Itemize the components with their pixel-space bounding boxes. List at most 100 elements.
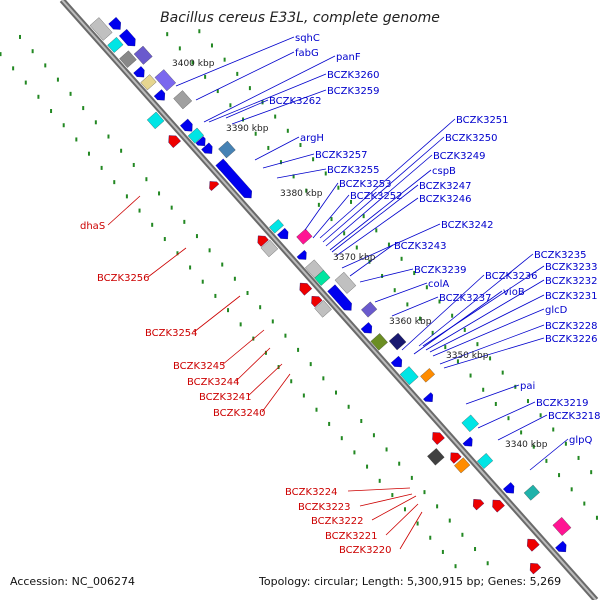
tick-dot — [324, 171, 327, 176]
gene-label-bczk3240[interactable]: BCZK3240 — [213, 408, 266, 419]
tick-dot — [337, 185, 340, 190]
gene-label-bczk3231[interactable]: BCZK3231 — [545, 291, 598, 302]
label-leader-lines — [107, 36, 569, 550]
tick-dot — [441, 549, 444, 554]
gene-label-bczk3252[interactable]: BCZK3252 — [350, 191, 403, 202]
tick-dot — [236, 71, 239, 76]
tick-dot — [166, 32, 169, 37]
gene-label-bczk3249[interactable]: BCZK3249 — [433, 151, 486, 162]
gene-label-bczk3255[interactable]: BCZK3255 — [327, 165, 380, 176]
gene-label-bczk3244[interactable]: BCZK3244 — [187, 377, 240, 388]
tick-dot — [24, 80, 27, 85]
forward-gene — [180, 118, 193, 132]
gene-label-bczk3246[interactable]: BCZK3246 — [419, 194, 472, 205]
tick-dot — [375, 228, 378, 233]
gene-label-bczk3250[interactable]: BCZK3250 — [445, 133, 498, 144]
gene-label-bczk3232[interactable]: BCZK3232 — [545, 276, 598, 287]
gene-label-sqhc[interactable]: sqhC — [295, 33, 320, 44]
tick-dot — [120, 148, 123, 153]
tick-dot — [438, 299, 441, 304]
gene-label-bczk3241[interactable]: BCZK3241 — [199, 392, 252, 403]
leader-line-forward — [401, 274, 485, 351]
gene-block — [370, 333, 388, 351]
gene-label-panf[interactable]: panF — [336, 52, 361, 63]
forward-gene — [173, 90, 193, 110]
gene-label-bczk3219[interactable]: BCZK3219 — [536, 398, 589, 409]
forward-gene — [314, 269, 331, 286]
forward-gene — [215, 158, 252, 199]
tick-dot — [539, 413, 542, 418]
forward-gene — [108, 17, 121, 30]
gene-label-bczk3251[interactable]: BCZK3251 — [456, 115, 509, 126]
forward-gene — [89, 17, 113, 41]
leader-line-forward — [262, 153, 315, 169]
forward-gene — [552, 517, 572, 536]
tick-dot — [317, 202, 320, 207]
leader-line-forward — [443, 337, 545, 369]
forward-gene — [140, 74, 157, 91]
gene-label-bczk3259[interactable]: BCZK3259 — [327, 86, 380, 97]
leader-line-forward — [195, 51, 295, 101]
forward-gene — [119, 29, 136, 47]
reverse-gene — [454, 457, 471, 474]
leader-line-forward — [231, 89, 327, 125]
gene-block — [260, 239, 279, 258]
tick-dot — [44, 63, 47, 68]
reverse-gene — [427, 448, 445, 466]
tick-dot — [400, 256, 403, 261]
gene-label-bczk3223[interactable]: BCZK3223 — [298, 502, 351, 513]
gene-label-bczk3254[interactable]: BCZK3254 — [145, 328, 198, 339]
reverse-gene — [168, 135, 181, 148]
gene-arrow — [529, 563, 542, 575]
gene-label-bczk3245[interactable]: BCZK3245 — [173, 361, 226, 372]
gene-label-bczk3235[interactable]: BCZK3235 — [534, 250, 587, 261]
gene-label-dhas[interactable]: dhaS — [80, 221, 105, 232]
gene-label-bczk3247[interactable]: BCZK3247 — [419, 181, 472, 192]
gene-label-bczk3257[interactable]: BCZK3257 — [315, 150, 368, 161]
tick-dot — [201, 279, 204, 284]
gene-label-bczk3222[interactable]: BCZK3222 — [311, 516, 364, 527]
gene-label-bczk3221[interactable]: BCZK3221 — [325, 531, 378, 542]
gene-label-bczk3224[interactable]: BCZK3224 — [285, 487, 338, 498]
gene-label-bczk3242[interactable]: BCZK3242 — [441, 220, 494, 231]
gene-label-bczk3233[interactable]: BCZK3233 — [545, 262, 598, 273]
gene-label-bczk3239[interactable]: BCZK3239 — [414, 265, 467, 276]
tick-dot — [216, 89, 219, 94]
gene-label-bczk3243[interactable]: BCZK3243 — [394, 241, 447, 252]
gene-label-fabg[interactable]: fabG — [295, 48, 319, 59]
gene-block — [454, 457, 471, 474]
gene-label-glcd[interactable]: glcD — [545, 305, 568, 316]
leader-line-reverse — [107, 195, 141, 226]
tick-dot — [189, 265, 192, 270]
gene-block — [296, 228, 313, 245]
gene-label-glpq[interactable]: glpQ — [569, 435, 592, 446]
gene-label-bczk3226[interactable]: BCZK3226 — [545, 334, 598, 345]
tick-dot — [239, 322, 242, 327]
gene-label-bczk3260[interactable]: BCZK3260 — [327, 70, 380, 81]
gene-label-bczk3262[interactable]: BCZK3262 — [269, 96, 322, 107]
gene-label-bczk3220[interactable]: BCZK3220 — [339, 545, 392, 556]
forward-gene — [523, 484, 540, 501]
leader-line-forward — [418, 253, 534, 347]
forward-gene — [555, 540, 567, 553]
gene-label-bczk3237[interactable]: BCZK3237 — [439, 293, 492, 304]
leader-line-reverse — [193, 295, 241, 333]
tick-dot — [423, 490, 426, 495]
tick-dot — [198, 29, 201, 34]
gene-label-bczk3236[interactable]: BCZK3236 — [485, 271, 538, 282]
gene-label-bczk3256[interactable]: BCZK3256 — [97, 273, 150, 284]
gene-label-cspb[interactable]: cspB — [432, 166, 456, 177]
tick-dot — [372, 433, 375, 438]
tick-dot — [170, 205, 173, 210]
gene-label-bczk3218[interactable]: BCZK3218 — [548, 411, 600, 422]
gene-label-argh[interactable]: argH — [300, 133, 324, 144]
tick-dot — [355, 245, 358, 250]
tick-dot — [125, 194, 128, 199]
tick-dot — [595, 515, 598, 520]
gene-arrow — [492, 499, 505, 513]
gene-label-viob[interactable]: vioB — [503, 287, 525, 298]
gene-label-cola[interactable]: colA — [428, 279, 449, 290]
gene-label-pai[interactable]: pai — [520, 381, 535, 392]
gene-label-bczk3228[interactable]: BCZK3228 — [545, 321, 598, 332]
gene-label-bczk3253[interactable]: BCZK3253 — [339, 179, 392, 190]
